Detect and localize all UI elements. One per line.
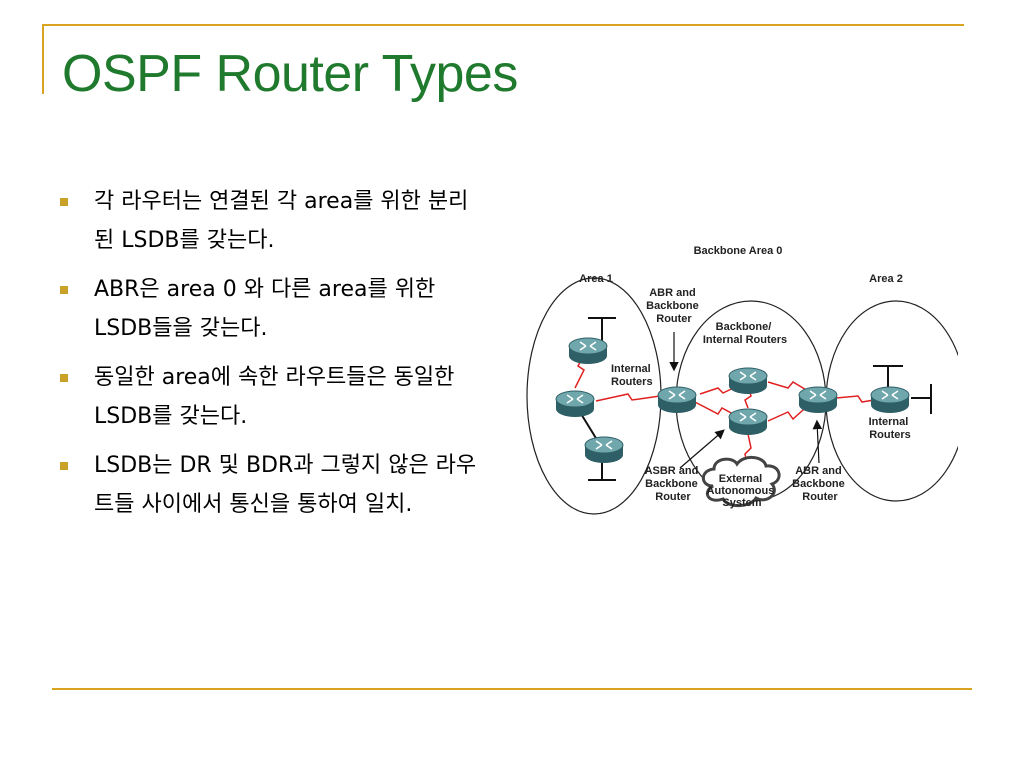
bullet-list: 각 라우터는 연결된 각 area를 위한 분리된 LSDB를 갖는다. ABR… <box>58 182 478 534</box>
bullet-square-icon <box>60 462 68 470</box>
backbone-area-label: Backbone Area 0 <box>694 245 783 257</box>
router-icon <box>657 386 697 414</box>
router-icon <box>728 408 768 436</box>
area1-label: Area 1 <box>579 273 613 285</box>
bullet-square-icon <box>60 198 68 206</box>
top-rule <box>42 24 964 26</box>
router-icon <box>870 386 910 414</box>
slide-title: OSPF Router Types <box>62 45 518 103</box>
bullet-text: ABR은 area 0 와 다른 area를 위한 LSDB들을 갖는다. <box>94 277 436 341</box>
bullet-item: 동일한 area에 속한 라우트들은 동일한 LSDB를 갖는다. <box>58 358 478 436</box>
bullet-item: LSDB는 DR 및 BDR과 그렇지 않은 라우트들 사이에서 통신을 통하여… <box>58 446 478 524</box>
callout-arrows <box>669 332 823 469</box>
router-icon <box>584 436 624 464</box>
bullet-text: LSDB는 DR 및 BDR과 그렇지 않은 라우트들 사이에서 통신을 통하여… <box>94 453 477 517</box>
internal-routers-left-label: Internal Routers <box>611 363 654 388</box>
bullet-item: 각 라우터는 연결된 각 area를 위한 분리된 LSDB를 갖는다. <box>58 182 478 260</box>
left-rule <box>42 24 44 94</box>
abr-backbone-top-label: ABR and Backbone Router <box>646 287 702 325</box>
bullet-square-icon <box>60 286 68 294</box>
asbr-backbone-label: ASBR and Backbone Router <box>645 465 702 503</box>
bottom-rule <box>52 688 972 690</box>
cloud-icon <box>701 456 781 508</box>
bullet-text: 각 라우터는 연결된 각 area를 위한 분리된 LSDB를 갖는다. <box>94 189 469 253</box>
external-as-label: External Autonomous System <box>707 473 778 509</box>
area2-label: Area 2 <box>869 273 903 285</box>
bullet-square-icon <box>60 374 68 382</box>
backbone-internal-label: Backbone/ Internal Routers <box>703 321 787 346</box>
bullet-text: 동일한 area에 속한 라우트들은 동일한 LSDB를 갖는다. <box>94 365 455 429</box>
router-icon <box>568 337 608 365</box>
ospf-topology-diagram: Backbone Area 0 Area 1 Area 2 <box>526 245 958 515</box>
router-icon <box>798 386 838 414</box>
bullet-item: ABR은 area 0 와 다른 area를 위한 LSDB들을 갖는다. <box>58 270 478 348</box>
abr-backbone-bottom-label: ABR and Backbone Router <box>792 465 848 503</box>
router-icon <box>728 367 768 395</box>
area1-ellipse <box>526 277 662 515</box>
internal-routers-right-label: Internal Routers <box>869 416 912 441</box>
router-icon <box>555 390 595 418</box>
